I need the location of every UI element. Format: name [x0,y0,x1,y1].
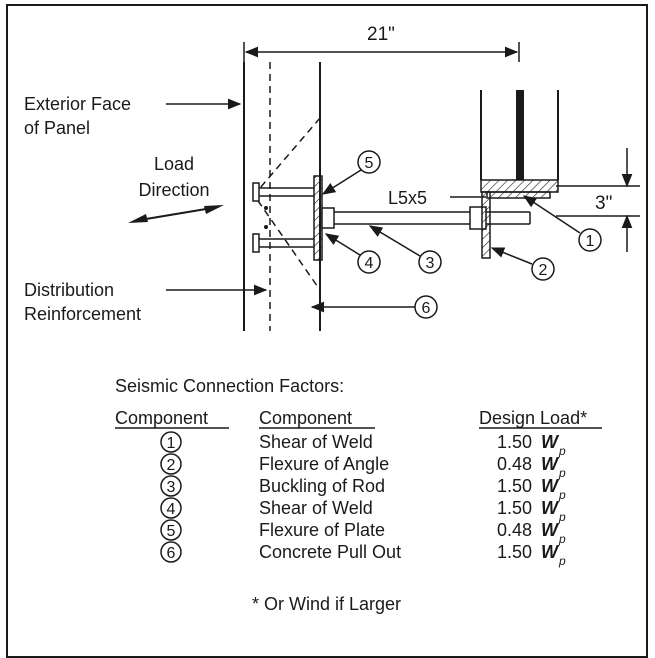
dimension-21-label: 21" [367,24,395,45]
callout-4: 4 [324,233,381,274]
row-id-circle [160,497,182,519]
angle-l5x5 [481,191,551,259]
load-direction-arrow-line [139,207,213,221]
dimension-21in: 21" [243,24,520,62]
svg-text:6: 6 [422,300,431,317]
row-id: 5 [167,523,176,540]
row-symbol: W [541,476,560,496]
row-description: Concrete Pull Out [259,542,401,562]
row-subscript: p [558,444,566,458]
row-subscript: p [558,488,566,502]
steel-member [480,90,559,193]
angle-vertical-leg [481,191,491,259]
row-factor: 1.50 [497,498,532,518]
table-title: Seismic Connection Factors: [115,376,344,396]
row-id-circle [160,453,182,475]
table-footnote: * Or Wind if Larger [252,594,401,614]
row-description: Flexure of Angle [259,454,389,474]
load-arrow-head-left [128,214,148,223]
row-symbol: W [541,432,560,452]
row-description: Shear of Weld [259,498,373,518]
svg-text:Direction: Direction [138,180,209,200]
row-subscript: p [558,554,566,568]
connection-rod [321,206,531,230]
steel-web [516,90,524,180]
rod-nut-left [321,207,335,229]
svg-text:1: 1 [586,233,595,250]
callout-6: 6 [310,295,438,319]
row-symbol: W [541,520,560,540]
svg-text:2: 2 [539,262,548,279]
callout-3: 3 [368,225,442,274]
load-arrow-head-right [204,205,224,214]
svg-text:L5x5: L5x5 [388,188,427,208]
row-symbol: W [541,498,560,518]
row-factor: 1.50 [497,432,532,452]
figure-border [6,4,648,658]
row-factor: 1.50 [497,476,532,496]
row-description: Flexure of Plate [259,520,385,540]
pullout-cone [253,117,321,291]
callout-2: 2 [490,247,555,281]
table-header-component-id: Component [115,408,208,428]
embed-plate-assembly [252,175,323,261]
row-factor: 0.48 [497,520,532,540]
row-id-circle [160,519,182,541]
row-factor: 1.50 [497,542,532,562]
seismic-factors-table: Seismic Connection Factors: Component Co… [115,376,602,614]
exterior-face-label: Exterior Face of Panel [24,94,242,138]
row-id: 2 [167,457,176,474]
svg-text:4: 4 [365,255,374,272]
embed-plate [313,175,323,261]
svg-text:Exterior Face: Exterior Face [24,94,131,114]
row-subscript: p [558,532,566,546]
row-factor: 0.48 [497,454,532,474]
svg-text:Reinforcement: Reinforcement [24,304,141,324]
dimension-3in: 3" [556,148,640,252]
svg-text:3: 3 [426,255,435,272]
steel-flange [480,179,559,193]
row-subscript: p [558,510,566,524]
load-direction-label: Load Direction [128,154,224,223]
distribution-reinforcement-label: Distribution Reinforcement [24,280,268,324]
row-id: 3 [167,479,176,496]
row-id: 4 [167,501,176,518]
svg-text:5: 5 [365,155,374,172]
svg-text:Load: Load [154,154,194,174]
row-id: 6 [167,545,176,562]
row-symbol: W [541,454,560,474]
angle-horizontal-leg [486,191,551,199]
row-description: Buckling of Rod [259,476,385,496]
row-subscript: p [558,466,566,480]
callout-5: 5 [321,150,381,195]
angle-label: L5x5 [388,188,486,208]
row-description: Shear of Weld [259,432,373,452]
row-symbol: W [541,542,560,562]
dimension-3-label: 3" [595,193,612,214]
table-header-design-load: Design Load* [479,408,587,428]
callout-1: 1 [522,195,602,252]
table-header-component: Component [259,408,352,428]
row-id-circle [160,541,182,563]
row-id: 1 [167,435,176,452]
row-id-circle [160,475,182,497]
svg-text:Distribution: Distribution [24,280,114,300]
svg-text:of Panel: of Panel [24,118,90,138]
row-id-circle [160,431,182,453]
